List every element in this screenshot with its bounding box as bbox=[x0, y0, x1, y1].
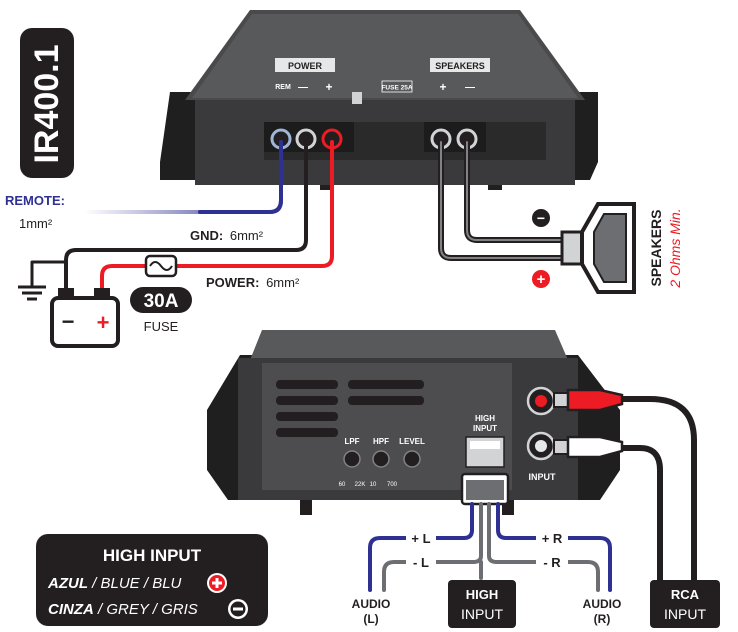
battery-plus: + bbox=[97, 310, 110, 335]
rem-label: REM bbox=[275, 84, 291, 91]
speaker-minus-glyph: − bbox=[537, 210, 545, 226]
hpf-knob[interactable] bbox=[372, 450, 390, 468]
fuse-rating-label: FUSE 25A bbox=[381, 85, 412, 92]
spk-plus-label: + bbox=[439, 80, 446, 94]
high-input-badge-1: HIGH bbox=[466, 587, 499, 602]
model-label: IR400.1 bbox=[28, 44, 66, 163]
fuse-badge: 30A bbox=[130, 287, 192, 313]
speakers-subtitle: 2 Ohms Min. bbox=[667, 208, 683, 288]
hpf-label: HPF bbox=[373, 437, 389, 446]
amp-high-input-label-2: INPUT bbox=[473, 424, 497, 433]
audio-r-label-1: AUDIO bbox=[583, 597, 622, 611]
legend-cinza: CINZA bbox=[48, 601, 94, 618]
power-gauge: 6mm² bbox=[266, 275, 300, 290]
rca-input-label: INPUT bbox=[529, 472, 557, 482]
remote-label: REMOTE: bbox=[5, 193, 65, 208]
model-badge: IR400.1 bbox=[20, 28, 74, 178]
audio-r-label-2: (R) bbox=[594, 612, 611, 626]
rca-plug-white bbox=[553, 435, 624, 459]
power-panel-label: POWER bbox=[288, 61, 323, 71]
bottom-amplifier: LPF HPF LEVEL 60 22K 10 700 HIGH INPUT I… bbox=[207, 330, 620, 515]
gnd-minus-label: — bbox=[298, 82, 308, 93]
high-input-plug bbox=[460, 472, 510, 506]
legend-grey: / GREY / GRIS bbox=[94, 601, 198, 618]
high-input-legend: HIGH INPUT AZUL / BLUE / BLU CINZA / GRE… bbox=[36, 534, 268, 626]
rca-badge-2: INPUT bbox=[664, 606, 706, 622]
hpf-max: 700 bbox=[387, 482, 398, 488]
battery-minus: − bbox=[62, 309, 75, 334]
high-input-badge-2: INPUT bbox=[461, 606, 503, 622]
rca-badge-1: RCA bbox=[671, 587, 700, 602]
rca-input-badge: RCA INPUT bbox=[650, 580, 720, 628]
inline-fuse-icon bbox=[144, 254, 178, 278]
level-knob[interactable] bbox=[403, 450, 421, 468]
speaker-minus-icon: − bbox=[532, 209, 550, 227]
lpf-label: LPF bbox=[344, 437, 359, 446]
high-input-badge: HIGH INPUT bbox=[448, 580, 516, 628]
legend-title: HIGH INPUT bbox=[103, 546, 202, 565]
legend-row-grey: CINZA / GREY / GRIS bbox=[48, 601, 198, 618]
speaker-icon bbox=[560, 202, 636, 294]
power-label-line: POWER: 6mm² bbox=[206, 275, 300, 290]
level-label: LEVEL bbox=[399, 437, 425, 446]
gnd-label: GND: bbox=[190, 228, 223, 243]
plus-r-label: + R bbox=[542, 531, 563, 546]
speakers-title: SPEAKERS bbox=[648, 209, 664, 286]
hpf-min: 10 bbox=[370, 482, 377, 488]
speaker-plus-icon: + bbox=[532, 270, 550, 288]
amp-high-input-label-1: HIGH bbox=[475, 414, 495, 423]
gnd-label-line: GND: 6mm² bbox=[190, 228, 264, 243]
remote-gauge: 1mm² bbox=[19, 216, 53, 231]
power-wire-label: POWER: bbox=[206, 275, 259, 290]
lpf-max: 22K bbox=[355, 482, 366, 488]
legend-blue: / BLUE / BLU bbox=[88, 575, 182, 592]
speakers-panel-label: SPEAKERS bbox=[435, 61, 485, 71]
minus-r-label: - R bbox=[543, 555, 561, 570]
top-amplifier: POWER SPEAKERS REM — + FUSE 25A + — bbox=[160, 10, 598, 190]
fuse-caption: FUSE bbox=[144, 319, 179, 334]
minus-l-label: - L bbox=[413, 555, 429, 570]
legend-row-blue: AZUL / BLUE / BLU bbox=[47, 575, 182, 592]
lpf-min: 60 bbox=[339, 482, 346, 488]
speaker-plus-glyph: + bbox=[537, 271, 546, 288]
rca-cables bbox=[617, 396, 697, 593]
power-wiring bbox=[30, 140, 334, 292]
audio-l-label-2: (L) bbox=[363, 612, 378, 626]
speaker-wiring bbox=[438, 139, 573, 261]
plus-l-label: + L bbox=[411, 531, 430, 546]
ground-symbol bbox=[18, 285, 46, 301]
pwr-plus-label: + bbox=[325, 80, 332, 94]
legend-azul: AZUL bbox=[47, 575, 88, 592]
gnd-gauge: 6mm² bbox=[230, 228, 264, 243]
high-input-wires bbox=[368, 502, 612, 592]
spk-minus-label: — bbox=[465, 82, 475, 93]
lpf-knob[interactable] bbox=[343, 450, 361, 468]
battery-icon: − + bbox=[50, 288, 120, 348]
fuse-value: 30A bbox=[144, 291, 179, 312]
rca-plug-red bbox=[553, 388, 624, 412]
audio-l-label-1: AUDIO bbox=[352, 597, 391, 611]
